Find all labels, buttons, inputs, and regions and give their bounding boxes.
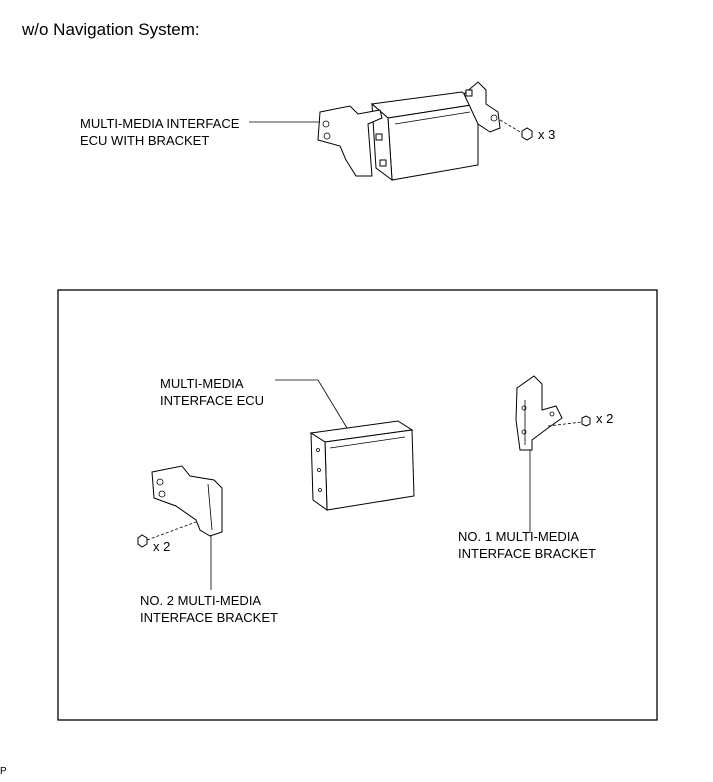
- bracket1-illustration: [515, 375, 591, 533]
- bolt-icon: [581, 415, 591, 427]
- ecu-illustration: [275, 379, 415, 511]
- ecu-with-bracket-illustration: [249, 81, 533, 182]
- bracket1-bolt-count: x 2: [596, 411, 614, 426]
- section-heading: w/o Navigation System:: [22, 20, 200, 39]
- bracket2-illustration: [137, 465, 223, 590]
- bracket1-label: NO. 1 MULTI-MEDIA INTERFACE BRACKET: [458, 529, 596, 561]
- nut-icon: [521, 127, 533, 141]
- bracket2-label: NO. 2 MULTI-MEDIA INTERFACE BRACKET: [140, 593, 278, 625]
- figure-code: P: [0, 766, 7, 777]
- exploded-view-frame: [57, 289, 658, 721]
- bolt-icon: [137, 534, 148, 548]
- bracket2-bolt-count: x 2: [153, 539, 171, 554]
- nut-count: x 3: [538, 127, 556, 142]
- ecu-label: MULTI-MEDIA INTERFACE ECU: [160, 376, 265, 408]
- assembly-label: MULTI-MEDIA INTERFACE ECU WITH BRACKET: [80, 116, 240, 148]
